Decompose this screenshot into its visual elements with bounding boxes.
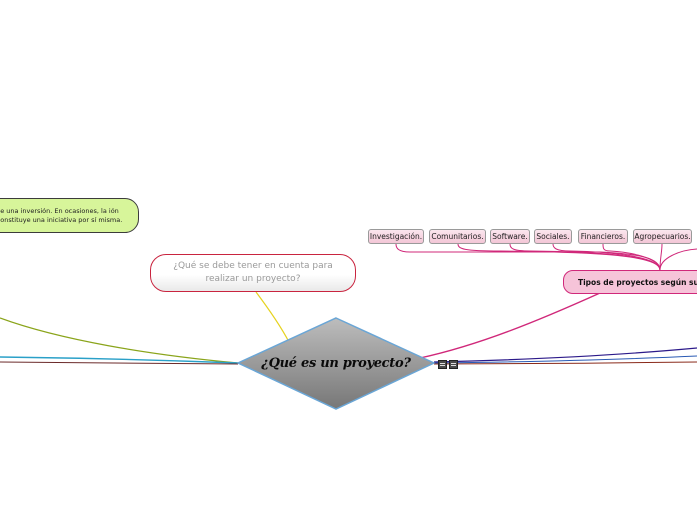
- central-topic-label[interactable]: ¿Qué es un proyecto?: [261, 355, 411, 371]
- investment-node[interactable]: e una inversión. En ocasiones, la ión co…: [0, 198, 139, 233]
- types-connectors: [395, 243, 697, 271]
- branch-indigo: [433, 347, 697, 363]
- type-software[interactable]: Software.: [490, 229, 530, 244]
- branch-teal: [0, 356, 239, 364]
- attachment-icon[interactable]: [449, 360, 458, 369]
- types-node[interactable]: Tipos de proyectos según su: [563, 270, 697, 294]
- branch-blue: [433, 355, 697, 364]
- question-node[interactable]: ¿Qué se debe tener en cuenta para realiz…: [150, 254, 356, 292]
- type-sociales[interactable]: Sociales.: [534, 229, 572, 244]
- type-investigacion[interactable]: Investigación.: [368, 229, 424, 244]
- branch-dark-left: [0, 361, 239, 365]
- type-agropecuarios[interactable]: Agropecuarios.: [633, 229, 692, 244]
- branch-olive: [0, 317, 239, 364]
- central-topic-shape[interactable]: [236, 317, 436, 410]
- branch-yellow: [255, 291, 290, 343]
- type-comunitarios[interactable]: Comunitarios.: [429, 229, 486, 244]
- branch-magenta: [419, 292, 601, 359]
- branch-brown: [433, 361, 697, 365]
- notes-icon[interactable]: [438, 360, 447, 369]
- type-financieros[interactable]: Financieros.: [578, 229, 628, 244]
